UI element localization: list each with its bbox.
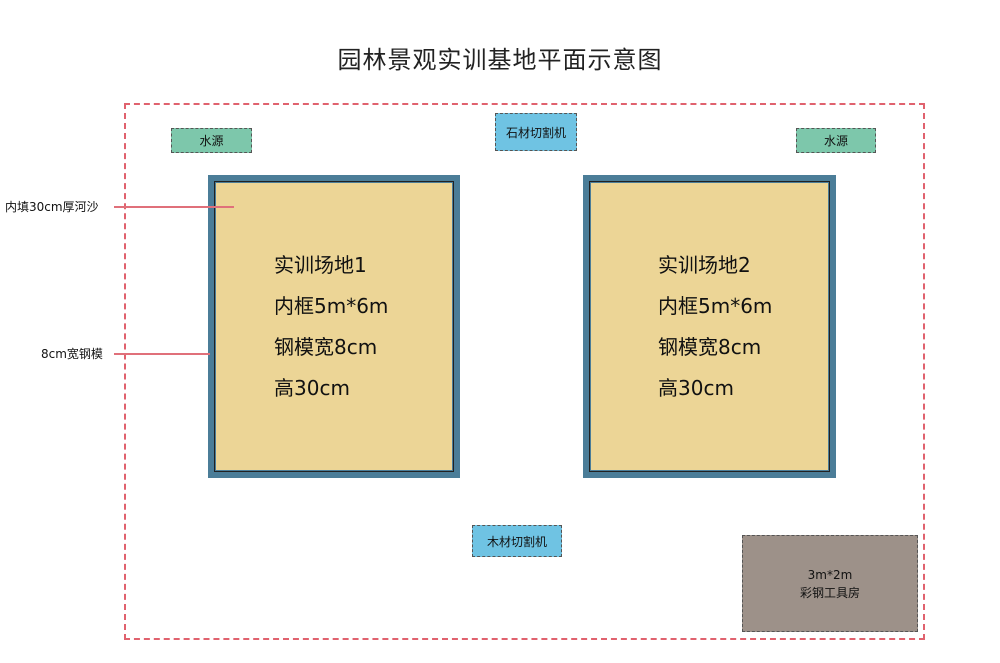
wood-cutter: 木材切割机 <box>472 525 562 557</box>
water-source-left: 水源 <box>171 128 252 153</box>
field-2-info: 实训场地2 内框5m*6m 钢模宽8cm 高30cm <box>658 245 772 409</box>
water-source-right: 水源 <box>796 128 876 153</box>
site-boundary <box>124 103 925 640</box>
field-1-height: 高30cm <box>274 376 350 400</box>
field-2-height: 高30cm <box>658 376 734 400</box>
field-1-name: 实训场地1 <box>274 253 367 277</box>
training-field-2: 实训场地2 内框5m*6m 钢模宽8cm 高30cm <box>583 175 836 478</box>
sand-fill-1 <box>216 183 452 470</box>
steel-mold-annotation: 8cm宽钢模 <box>41 347 103 361</box>
stone-cutter: 石材切割机 <box>495 113 577 151</box>
field-2-mold: 钢模宽8cm <box>658 335 762 359</box>
tool-house-size: 3m*2m <box>807 567 853 582</box>
steel-mold-outline-2 <box>589 181 830 472</box>
steel-mold-outline-1 <box>214 181 454 472</box>
field-2-frame: 内框5m*6m <box>658 294 773 318</box>
tool-house: 3m*2m 彩钢工具房 <box>742 535 918 632</box>
diagram-title: 园林景观实训基地平面示意图 <box>337 46 663 74</box>
field-2-name: 实训场地2 <box>658 253 751 277</box>
steel-mold-leader-line <box>114 353 210 355</box>
training-field-1: 实训场地1 内框5m*6m 钢模宽8cm 高30cm <box>208 175 460 478</box>
field-1-frame: 内框5m*6m <box>274 294 389 318</box>
tool-house-name: 彩钢工具房 <box>799 585 860 600</box>
field-1-info: 实训场地1 内框5m*6m 钢模宽8cm 高30cm <box>274 245 388 409</box>
sand-leader-line <box>114 206 234 208</box>
sand-annotation: 内填30cm厚河沙 <box>5 200 99 214</box>
field-1-mold: 钢模宽8cm <box>274 335 378 359</box>
sand-fill-2 <box>591 183 828 470</box>
